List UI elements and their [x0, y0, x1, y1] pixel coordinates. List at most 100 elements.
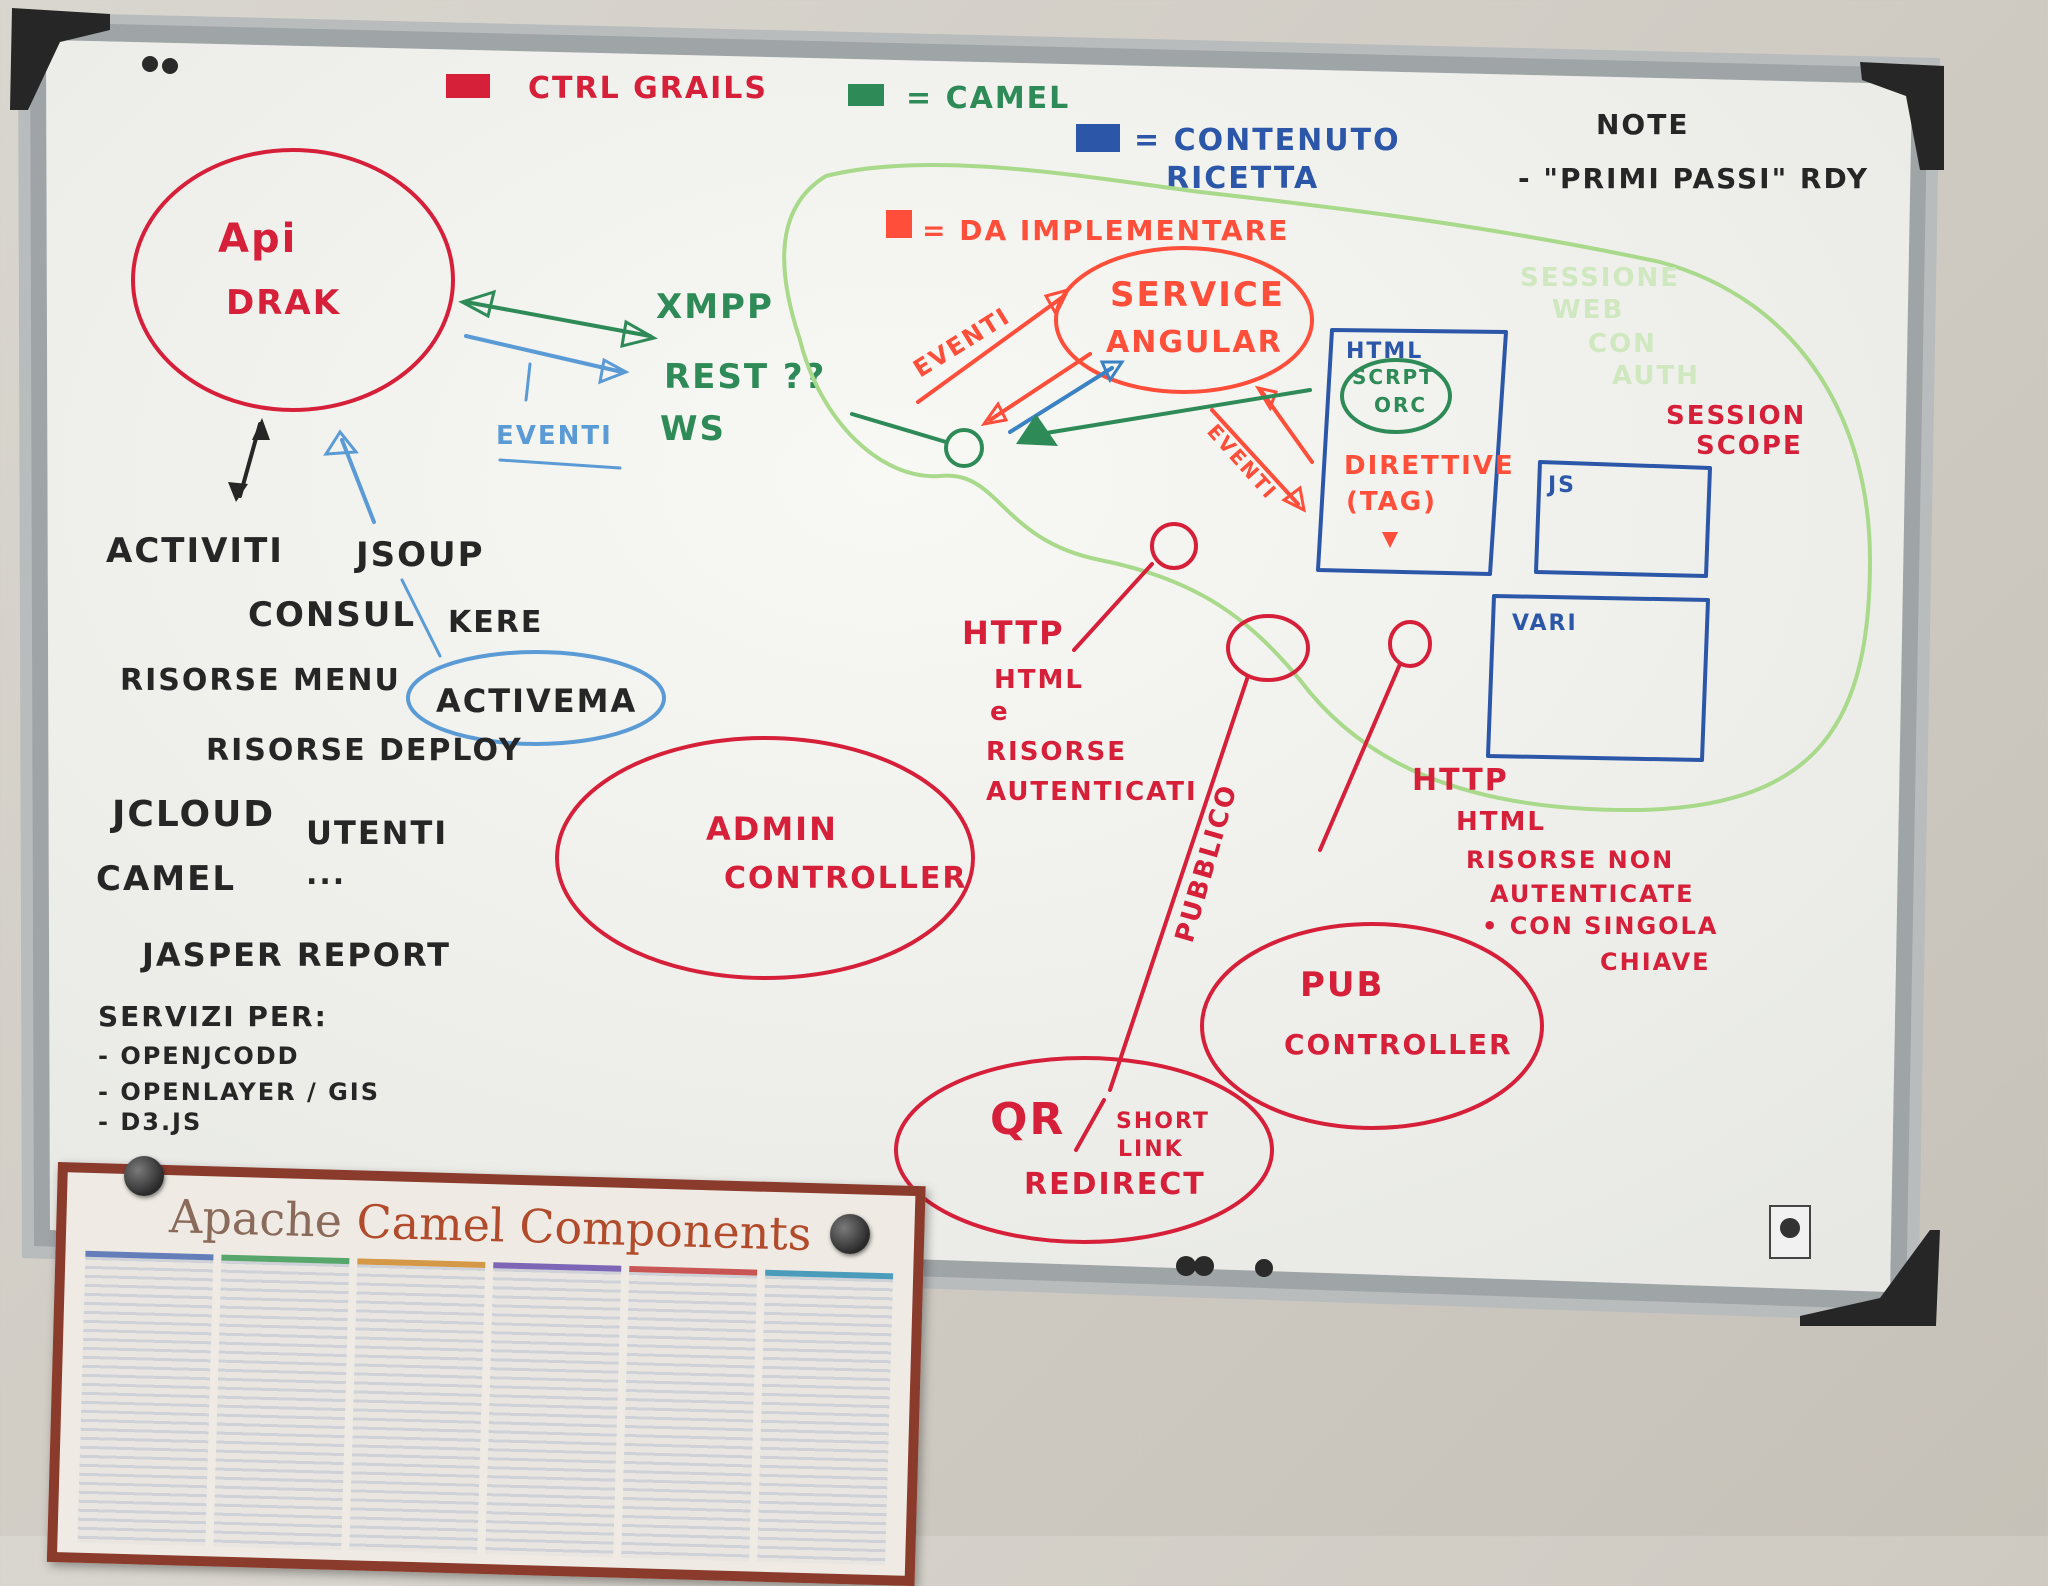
http-left-5: AUTENTICATI	[986, 777, 1198, 807]
qr-circle	[894, 1056, 1274, 1244]
http-left-1: HTTP	[962, 614, 1065, 652]
api-label-1: Api	[218, 216, 297, 262]
eventi-in-arrow	[988, 352, 1092, 422]
script-circle	[1340, 358, 1452, 434]
utenti-text: UTENTI	[306, 814, 448, 852]
http-right-line	[1318, 662, 1402, 852]
legend-blue-swatch	[1076, 124, 1120, 152]
activiti-arrowhead-top	[252, 418, 270, 440]
direttive-label-1: DIRETTIVE	[1344, 451, 1515, 481]
http-right-4: AUTENTICATE	[1490, 880, 1695, 908]
eventi-arrow	[524, 362, 532, 402]
qr-short: SHORT	[1116, 1109, 1210, 1134]
jsoup-arrowhead	[323, 429, 359, 456]
legend-todo-swatch	[886, 210, 912, 238]
http-left-3: e	[990, 697, 1010, 727]
http-right-socket	[1388, 620, 1432, 668]
activiti-arrowhead-bottom	[228, 482, 248, 502]
pub-label-1: PUB	[1300, 965, 1384, 1005]
dots-text: ...	[306, 857, 346, 892]
activema-text: ACTIVEMA	[436, 682, 637, 720]
poster-magnet-left	[124, 1156, 164, 1196]
pub-label-2: CONTROLLER	[1284, 1028, 1513, 1061]
poster-column	[757, 1269, 894, 1566]
eventi-out-arrowhead	[1043, 287, 1071, 318]
blue-link-arrowhead	[1099, 360, 1125, 384]
frame-corners	[10, 8, 1944, 1326]
legend: CTRL GRAILS = CAMEL = CONTENUTO RICETTA …	[446, 71, 1401, 247]
activiti-text: ACTIVITI	[106, 531, 284, 571]
corner-bottom-right	[1800, 1230, 1940, 1326]
legend-blue-label-1: = CONTENUTO	[1134, 123, 1401, 158]
faded-note-4: AUTH	[1612, 361, 1700, 391]
api-drak: Api DRAK	[131, 148, 455, 412]
sticker	[1769, 1205, 1811, 1259]
eventi-down-arrowhead	[1281, 485, 1307, 513]
risorse-menu-text: RISORSE MENU	[120, 663, 401, 698]
camel-socket	[850, 388, 1312, 468]
qr-label: QR	[990, 1094, 1065, 1145]
script-label-1: SCRPT	[1352, 365, 1435, 389]
faded-note-3: CON	[1588, 329, 1657, 359]
legend-red-label: CTRL GRAILS	[528, 71, 768, 106]
protocols: XMPP REST ?? WS EVENTI	[496, 287, 826, 451]
session-label-1: SESSION	[1666, 401, 1806, 431]
direttive-label-2: (TAG)	[1346, 487, 1437, 517]
blue-link	[1008, 366, 1114, 434]
admin-circle	[555, 736, 975, 980]
admin-label-2: CONTROLLER	[724, 861, 968, 896]
admin-controller: ADMIN CONTROLLER	[555, 736, 975, 980]
qr-redirect-label: REDIRECT	[1024, 1167, 1206, 1202]
api-circle	[131, 148, 455, 412]
http-left-4: RISORSE	[986, 737, 1127, 767]
api-protocol-arrows	[228, 289, 658, 658]
http-authenticated: HTTP HTML e RISORSE AUTENTICATI	[962, 522, 1198, 807]
risorse-deploy-text: RISORSE DEPLOY	[206, 733, 523, 768]
xmpp-label: XMPP	[656, 287, 774, 327]
camel-text: CAMEL	[96, 859, 236, 899]
left-list: ACTIVITI JSOUP CONSUL KERE RISORSE MENU …	[96, 531, 666, 1136]
admin-label-1: ADMIN	[706, 810, 838, 848]
eventi-underline	[498, 458, 622, 470]
js-box	[1534, 460, 1712, 578]
note: NOTE - "PRIMI PASSI" RDY	[1518, 108, 1869, 195]
script-label-2: ORC	[1374, 393, 1427, 417]
http-left-socket	[1150, 522, 1198, 570]
note-title: NOTE	[1596, 108, 1689, 141]
corner-top-right	[1860, 62, 1944, 170]
html-box	[1316, 328, 1508, 576]
whiteboard-scene: CTRL GRAILS = CAMEL = CONTENUTO RICETTA …	[10, 8, 1944, 1326]
js-label: JS	[1546, 473, 1576, 498]
qr-slash	[1074, 1098, 1106, 1152]
eventi-out-arrow	[916, 294, 1066, 404]
legend-green-swatch	[848, 84, 884, 106]
xmpp-arrowhead-left	[458, 289, 497, 319]
poster-title: Apache Camel Components	[66, 1186, 915, 1264]
rest-label: REST ??	[664, 357, 826, 397]
pub-circle	[1200, 922, 1544, 1130]
poster-title-part2: Camel Components	[355, 1194, 813, 1262]
legend-red-swatch	[446, 74, 490, 98]
socket-circle	[944, 428, 984, 468]
service-label-2: ANGULAR	[1106, 325, 1283, 360]
xmpp-arrow	[464, 300, 652, 338]
http-left-2: HTML	[994, 665, 1084, 695]
xmpp-arrowhead-right	[620, 319, 658, 349]
poster: Apache Camel Components	[46, 1162, 926, 1586]
faded-note-1: SESSIONE	[1520, 263, 1680, 293]
pubblico-line	[1108, 674, 1250, 1092]
http-right-5: • CON SINGOLA	[1482, 912, 1718, 940]
legend-todo-label: = DA IMPLEMENTARE	[922, 214, 1289, 247]
note-text: - "PRIMI PASSI" RDY	[1518, 162, 1869, 195]
poster-grid	[77, 1250, 894, 1566]
direttive-marker	[1382, 532, 1398, 548]
service-label-1: SERVICE	[1110, 275, 1285, 315]
jcloud-text: JCLOUD	[109, 794, 275, 835]
servizi-2: - OPENLAYER / GIS	[98, 1078, 380, 1106]
rest-arrow	[464, 334, 624, 374]
eventi-down-arrow	[1210, 408, 1300, 506]
board-magnets	[142, 56, 1273, 1277]
api-label-2: DRAK	[226, 283, 341, 323]
http-right-6: CHIAVE	[1600, 948, 1711, 976]
legend-green-label: = CAMEL	[906, 81, 1070, 116]
